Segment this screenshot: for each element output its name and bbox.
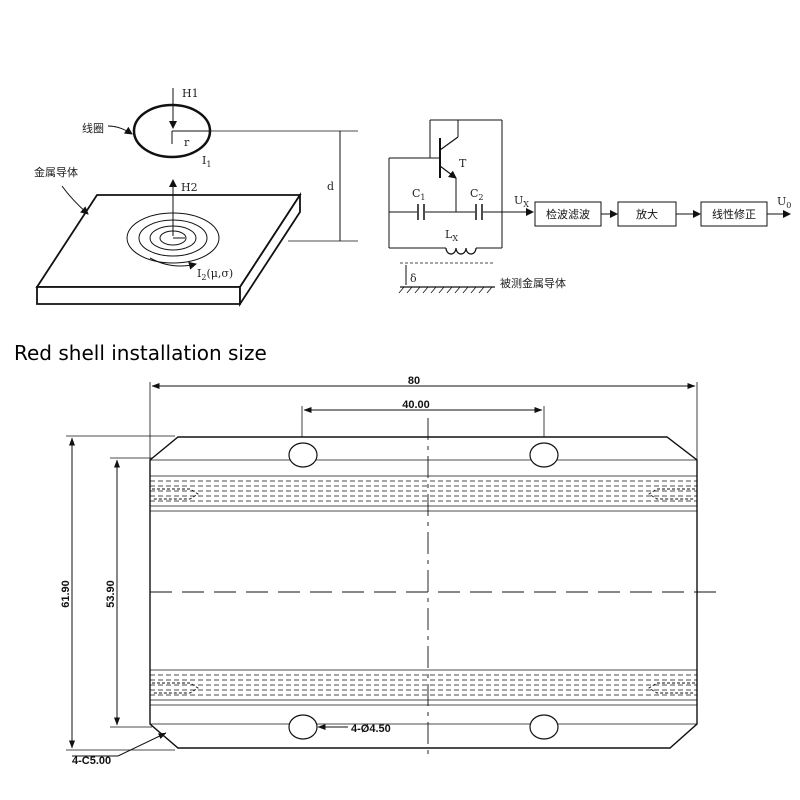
principle-diagram: H1 r I1 线圈 d 金属导体 H2 I2(μ,σ) T C1 C2 UX	[34, 87, 791, 308]
d-label: d	[327, 180, 334, 193]
screw-slots	[152, 488, 695, 694]
u0-label: U0	[777, 195, 791, 210]
i1-label: I1	[202, 154, 211, 169]
shell-outline	[149, 436, 698, 749]
transistor-emitter	[439, 165, 457, 179]
h2-label: H2	[181, 181, 198, 194]
h1-label: H1	[182, 87, 199, 100]
hole-spacing-label: 40.00	[402, 399, 430, 411]
lx-label: LX	[445, 228, 458, 243]
ux-label: UX	[514, 194, 529, 209]
conductor-plate-side	[239, 191, 301, 308]
mounting-hole-bottom-left	[288, 714, 318, 740]
coil-label: 线圈	[82, 121, 104, 135]
block-detect-filter-label: 检波滤波	[546, 207, 590, 221]
outer-height-label: 61.90	[60, 580, 72, 608]
c1-label: C1	[412, 187, 426, 202]
mounting-hole-top-left	[288, 442, 318, 468]
inductor-coil	[445, 247, 477, 255]
block-amplify	[617, 201, 677, 227]
installation-drawing: 80 40.00 61.90 53.90	[60, 375, 716, 767]
i2-label: I2(μ,σ)	[197, 267, 233, 282]
section-title: Red shell installation size	[14, 341, 267, 365]
block-linear-correct-label: 线性修正	[712, 207, 756, 221]
conductor-label: 金属导体	[34, 165, 78, 179]
t-label: T	[459, 157, 467, 170]
eddy-direction	[149, 257, 197, 270]
measured-conductor-label: 被测金属导体	[500, 276, 566, 290]
mounting-hole-bottom-right	[529, 714, 559, 740]
block-linear-correct	[700, 201, 768, 227]
transistor-collector	[439, 136, 459, 151]
c2-label: C2	[470, 187, 484, 202]
conductor-plate-front	[36, 286, 241, 305]
conductor-pointer	[61, 185, 89, 215]
coil-pointer	[107, 125, 133, 135]
ground-hatch	[398, 286, 493, 294]
inner-height-label: 53.90	[105, 580, 117, 608]
block-detect-filter	[534, 201, 602, 227]
upper-groove-band	[150, 475, 697, 512]
width-dim-label: 80	[408, 375, 420, 387]
delta-label: δ	[410, 272, 417, 285]
mounting-hole-top-right	[529, 442, 559, 468]
chamfer-leader	[117, 732, 167, 757]
chamfer-label: 4-C5.00	[72, 755, 111, 767]
lower-groove-band	[150, 669, 697, 706]
block-amplify-label: 放大	[636, 207, 658, 221]
r-label: r	[184, 136, 190, 149]
hole-callout-label: 4-Ø4.50	[351, 723, 391, 735]
